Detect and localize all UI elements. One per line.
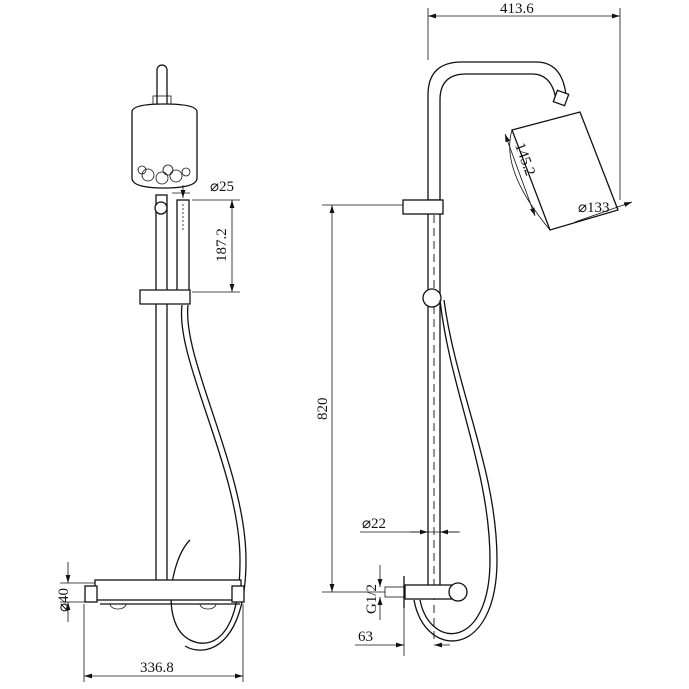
hand-shower xyxy=(176,199,190,296)
riser-height-label: 820 xyxy=(315,398,331,421)
hose-side xyxy=(419,299,491,635)
top-arm-pipe xyxy=(156,64,168,105)
riser-diameter-label: ⌀22 xyxy=(362,516,386,532)
thermostatic-valve-bar xyxy=(94,579,242,601)
valve-width-label: 336.8 xyxy=(140,660,174,676)
top-width-label: 413.6 xyxy=(500,1,534,17)
head-diameter-label: ⌀133 xyxy=(578,200,610,216)
side-slide-holder xyxy=(402,199,444,215)
valve-diameter-label: ⌀40 xyxy=(56,588,72,612)
side-valve-body xyxy=(404,584,456,600)
riser-pipe-front xyxy=(155,194,168,586)
slide-holder xyxy=(139,289,191,305)
hand-shower-diameter-label: ⌀25 xyxy=(210,179,234,195)
shower-head-side xyxy=(511,111,619,231)
nozzle-cluster xyxy=(137,164,191,185)
side-view: 413.6 145.2 ⌀133 820 ⌀22 G1/2 63 xyxy=(315,1,633,656)
inlet-thread-label: G1/2 xyxy=(364,584,380,614)
top-arm-outer xyxy=(427,61,567,200)
riser-clamp xyxy=(154,201,168,215)
side-clamp xyxy=(422,288,442,308)
wall-offset-label: 63 xyxy=(358,629,373,645)
front-view: 187.2 ⌀25 ⌀40 336.8 xyxy=(56,64,247,682)
shower-head-front xyxy=(131,103,198,189)
hand-shower-length-label: 187.2 xyxy=(214,228,230,262)
